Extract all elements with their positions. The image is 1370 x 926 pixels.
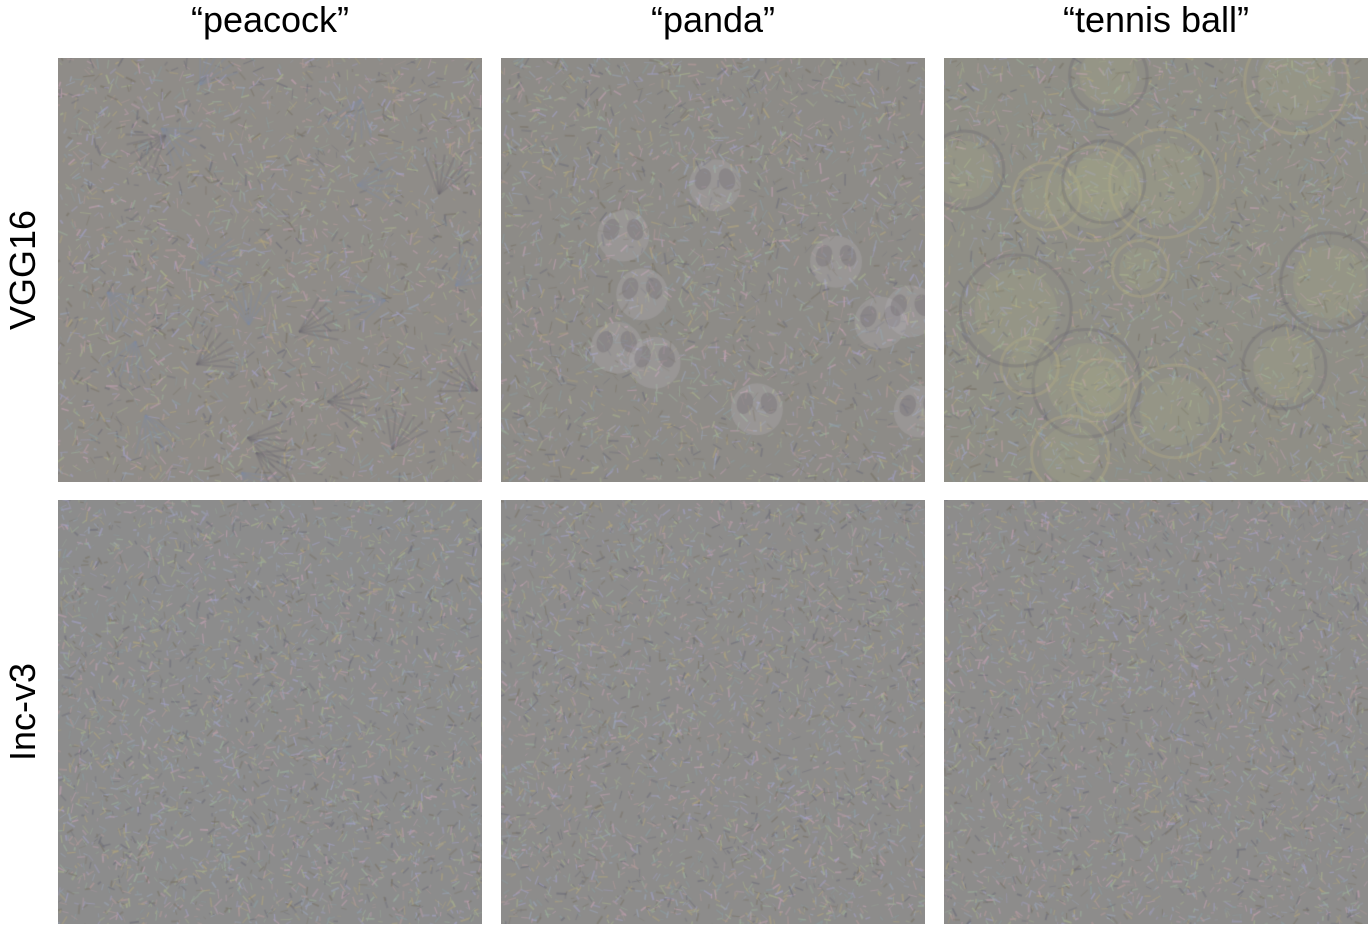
image-inc-v3-tennis-ball — [944, 500, 1368, 924]
row-label-inc-v3-text: Inc-v3 — [2, 662, 44, 762]
image-vgg16-panda-canvas — [501, 58, 925, 482]
image-vgg16-peacock-canvas — [58, 58, 482, 482]
image-vgg16-tennis-ball — [944, 58, 1368, 482]
column-label-tennis-ball: “tennis ball” — [1062, 0, 1250, 40]
column-label-peacock: “peacock” — [190, 0, 350, 40]
row-label-vgg16-text: VGG16 — [2, 209, 43, 331]
image-inc-v3-tennis-ball-canvas — [944, 500, 1368, 924]
image-inc-v3-peacock — [58, 500, 482, 924]
image-vgg16-tennis-ball-canvas — [944, 58, 1368, 482]
row-label-inc-v3: Inc-v3 — [0, 500, 46, 924]
image-inc-v3-panda-canvas — [501, 500, 925, 924]
image-vgg16-panda — [501, 58, 925, 482]
image-inc-v3-panda — [501, 500, 925, 924]
column-label-panda: “panda” — [650, 0, 776, 40]
image-vgg16-peacock — [58, 58, 482, 482]
row-label-vgg16: VGG16 — [0, 58, 46, 482]
image-inc-v3-peacock-canvas — [58, 500, 482, 924]
